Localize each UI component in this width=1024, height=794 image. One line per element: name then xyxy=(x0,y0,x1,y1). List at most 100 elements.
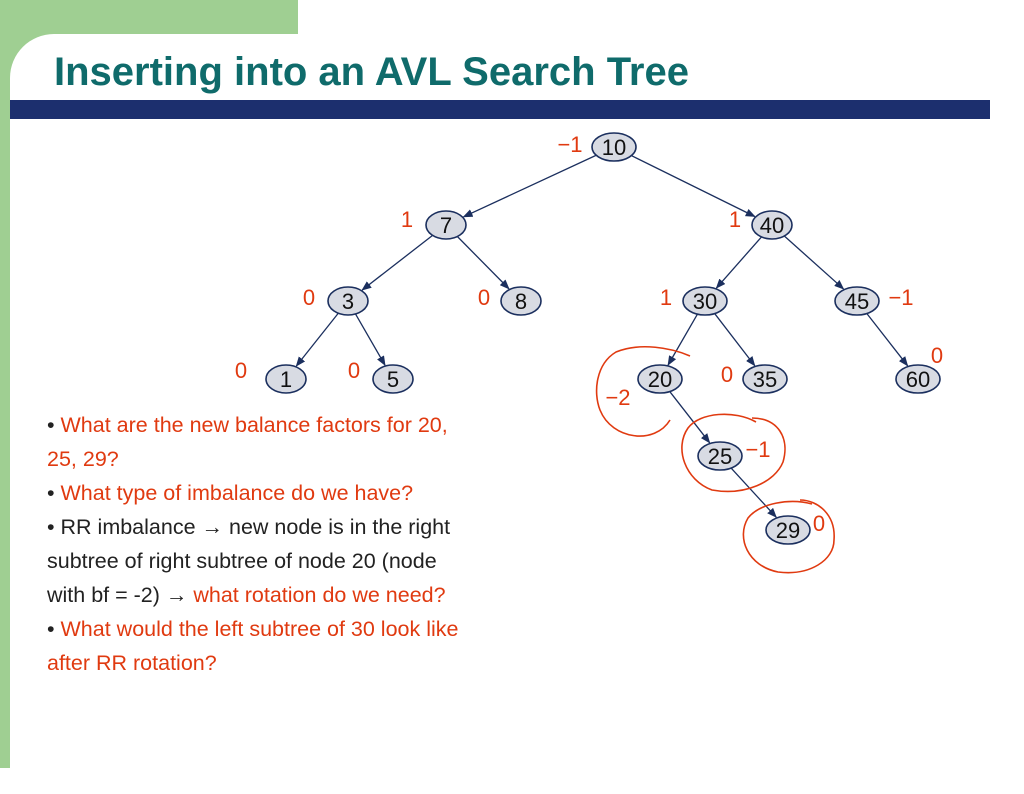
node-ellipse xyxy=(265,364,307,394)
balance-factor-25: −1 xyxy=(745,437,770,462)
tree-edge-n7-n8 xyxy=(456,236,510,290)
tree-node-30: 30 xyxy=(682,286,728,316)
node-ellipse xyxy=(425,210,467,240)
tree-node-25: 25 xyxy=(697,441,743,471)
tree-edge-n45-n60 xyxy=(866,313,909,367)
bullet-3-line-3: with bf = -2) → what rotation do we need… xyxy=(47,578,607,612)
balance-factor-3: 0 xyxy=(303,285,315,310)
node-ellipse xyxy=(327,286,369,316)
node-key-label: 35 xyxy=(753,367,777,392)
right-arrow-icon: → xyxy=(165,583,188,607)
tree-edge-n30-n35 xyxy=(714,313,756,367)
node-ellipse xyxy=(751,210,793,240)
bullet-3-line1: RR imbalance xyxy=(60,515,202,539)
slide-content-background xyxy=(10,34,1024,794)
node-ellipse xyxy=(500,286,542,316)
bullet-3-line3b: what rotation do we need? xyxy=(187,583,446,607)
node-key-label: 1 xyxy=(280,367,292,392)
circle-mark-n20 xyxy=(595,346,691,437)
tree-edge-n40-n45 xyxy=(783,235,845,290)
tree-edge-n10-n40 xyxy=(631,154,756,218)
title-underline-bar xyxy=(10,100,990,119)
node-key-label: 40 xyxy=(760,213,784,238)
tree-node-5: 5 xyxy=(372,364,414,394)
tree-node-8: 8 xyxy=(500,286,542,316)
balance-factor-20: −2 xyxy=(605,385,630,410)
tree-edge-n20-n25 xyxy=(669,391,711,444)
balance-factor-29: 0 xyxy=(813,511,825,536)
tree-node-45: 45 xyxy=(834,286,880,316)
tree-node-40: 40 xyxy=(751,210,793,240)
tree-edges xyxy=(295,154,909,518)
node-key-label: 10 xyxy=(602,135,626,160)
node-key-label: 25 xyxy=(708,444,732,469)
bullet-3-line3a: with bf = -2) xyxy=(47,583,166,607)
tree-node-7: 7 xyxy=(425,210,467,240)
tree-edge-n7-n3 xyxy=(361,234,433,291)
bullet-marker: • xyxy=(47,515,61,539)
balance-factor-10: −1 xyxy=(557,132,582,157)
node-key-label: 5 xyxy=(387,367,399,392)
balance-factor-30: 1 xyxy=(660,285,672,310)
question-bullets: • What are the new balance factors for 2… xyxy=(47,408,607,680)
balance-factor-5: 0 xyxy=(348,358,360,383)
tree-edge-n40-n30 xyxy=(715,236,762,289)
right-arrow-icon: → xyxy=(201,515,224,539)
balance-factor-7: 1 xyxy=(401,207,413,232)
bullet-4-text-b: after RR rotation? xyxy=(47,651,217,675)
bullet-1: • What are the new balance factors for 2… xyxy=(47,408,607,442)
tree-node-20: 20 xyxy=(637,364,683,394)
node-ellipse xyxy=(895,364,941,394)
node-key-label: 3 xyxy=(342,289,354,314)
node-ellipse xyxy=(682,286,728,316)
balance-factor-8: 0 xyxy=(478,285,490,310)
node-key-label: 20 xyxy=(648,367,672,392)
node-ellipse xyxy=(834,286,880,316)
rotation-circle-marks xyxy=(595,346,835,574)
node-key-label: 60 xyxy=(906,367,930,392)
node-ellipse xyxy=(742,364,788,394)
node-key-label: 30 xyxy=(693,289,717,314)
tree-edge-n10-n7 xyxy=(462,154,597,218)
bullet-1-text-a: What are the new balance factors for 20, xyxy=(60,413,448,437)
bullet-marker: • xyxy=(47,413,61,437)
node-key-label: 45 xyxy=(845,289,869,314)
node-ellipse xyxy=(765,515,811,545)
bullet-2-text: What type of imbalance do we have? xyxy=(60,481,414,505)
tree-edge-n3-n1 xyxy=(295,312,339,367)
bullet-1-text-b: 25, 29? xyxy=(47,447,119,471)
bullet-3-line-2: subtree of right subtree of node 20 (nod… xyxy=(47,544,607,578)
bullet-marker: • xyxy=(47,481,61,505)
node-ellipse xyxy=(372,364,414,394)
balance-factor-35: 0 xyxy=(721,362,733,387)
bullet-4: • What would the left subtree of 30 look… xyxy=(47,612,607,646)
bullet-3-line1b: new node is in the right xyxy=(223,515,451,539)
node-ellipse xyxy=(591,132,637,162)
node-ellipse xyxy=(697,441,743,471)
green-side-bar xyxy=(0,0,10,768)
balance-factor-60: 0 xyxy=(931,343,943,368)
tree-node-1: 1 xyxy=(265,364,307,394)
balance-factor-45: −1 xyxy=(888,285,913,310)
bullet-1-continued: 25, 29? xyxy=(47,442,607,476)
balance-factor-1: 0 xyxy=(235,358,247,383)
bullet-2: • What type of imbalance do we have? xyxy=(47,476,607,510)
bullet-3: • RR imbalance → new node is in the righ… xyxy=(47,510,607,544)
tree-edge-n25-n29 xyxy=(730,467,777,518)
bullet-3-line2: subtree of right subtree of node 20 (nod… xyxy=(47,549,437,573)
bullet-4-text-a: What would the left subtree of 30 look l… xyxy=(60,617,459,641)
node-key-label: 8 xyxy=(515,289,527,314)
bullet-4-continued: after RR rotation? xyxy=(47,646,607,680)
node-key-label: 7 xyxy=(440,213,452,238)
tree-edge-n3-n5 xyxy=(354,313,386,367)
node-key-label: 29 xyxy=(776,518,800,543)
node-ellipse xyxy=(637,364,683,394)
tree-node-29: 29 xyxy=(765,515,811,545)
circle-mark-n29 xyxy=(742,499,835,574)
tree-node-10: 10 xyxy=(591,132,637,162)
balance-factor-40: 1 xyxy=(729,207,741,232)
tree-edge-n30-n20 xyxy=(667,313,698,366)
